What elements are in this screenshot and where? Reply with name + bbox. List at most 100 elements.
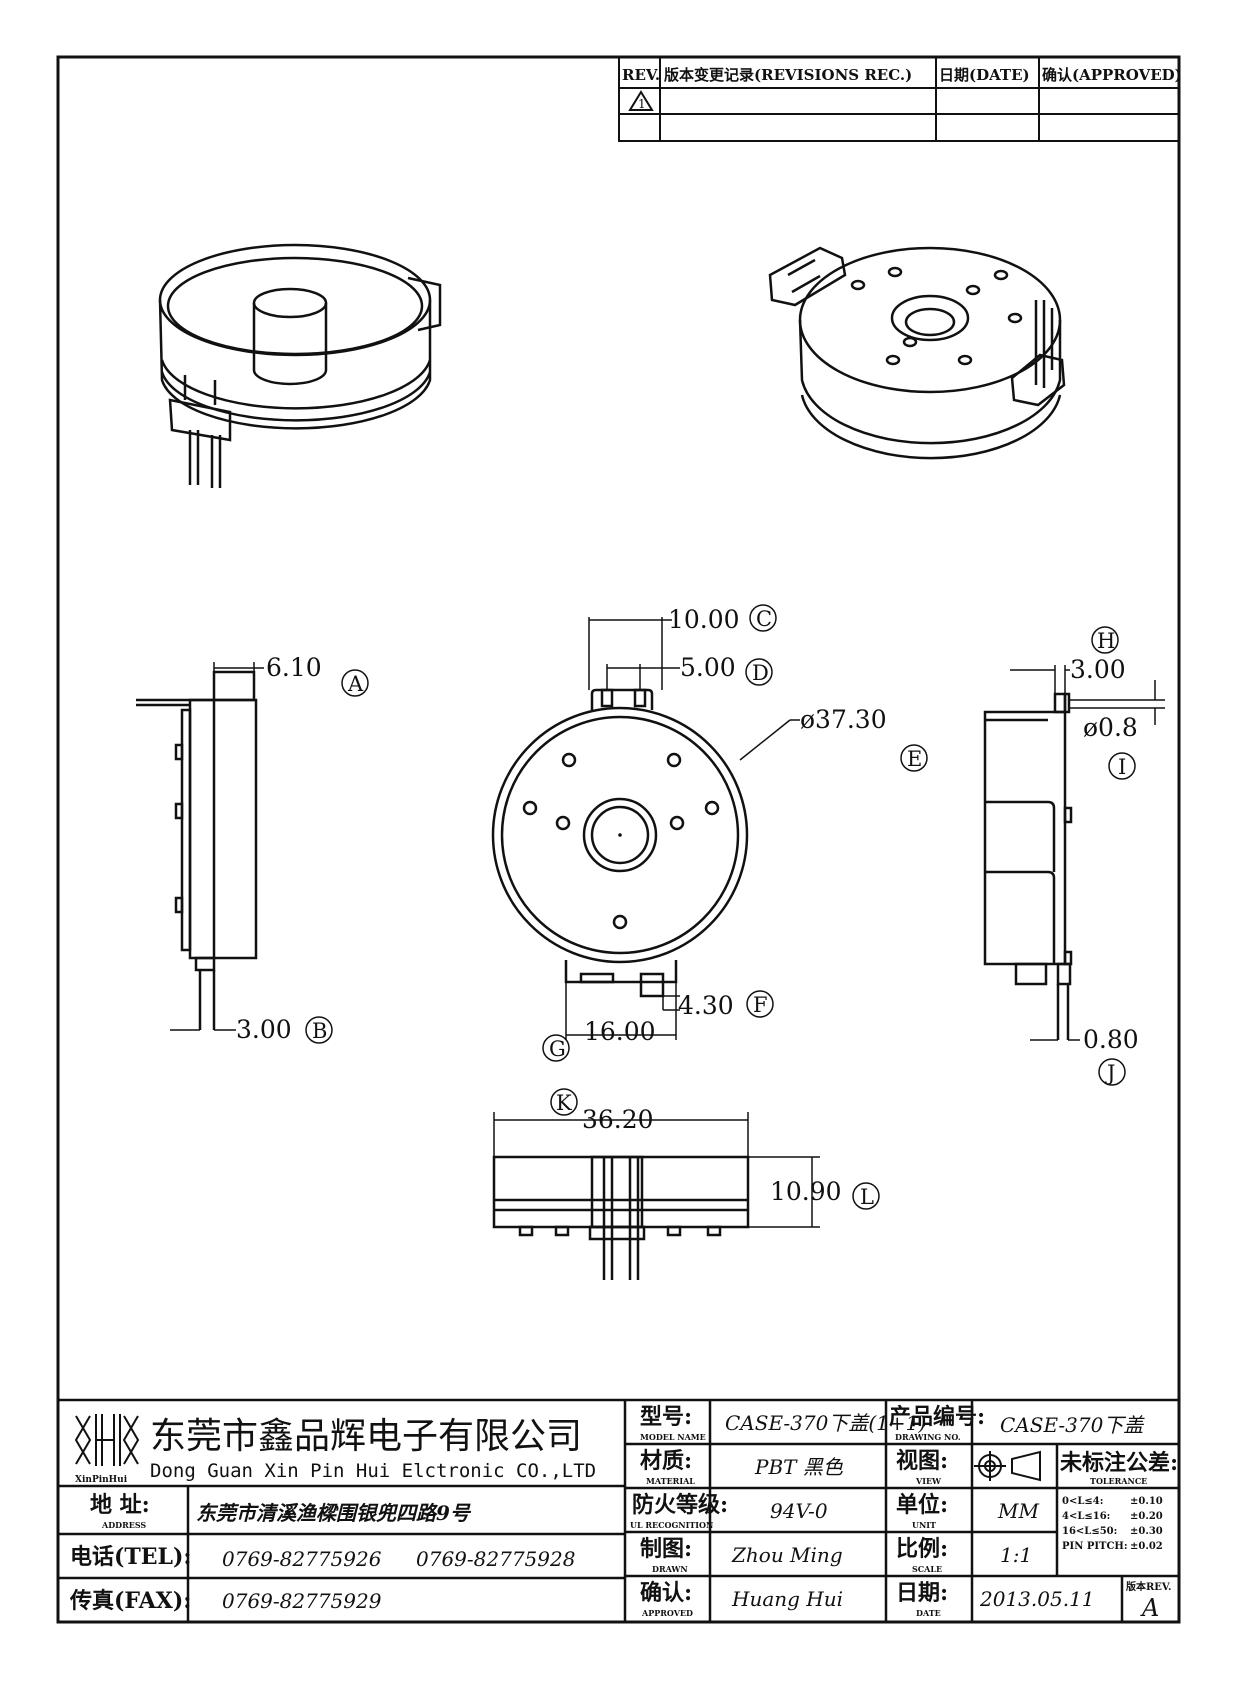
revisions-header: 版本变更记录(REVISIONS REC.) xyxy=(664,66,912,84)
tolerance-value-4: ±0.02 xyxy=(1130,1541,1163,1552)
dim-g-balloon xyxy=(542,1034,570,1062)
tel-label: 电话(TEL): xyxy=(70,1544,192,1570)
ul-sub: UL RECOGNITION xyxy=(630,1520,713,1530)
dim-i-value: ø0.8 xyxy=(1083,713,1138,742)
tolerance-value-2: ±0.20 xyxy=(1130,1511,1163,1522)
dim-f-value: 4.30 xyxy=(678,991,734,1020)
approved-header: 确认(APPROVED) xyxy=(1042,66,1182,84)
unit-value: MM xyxy=(997,1499,1039,1523)
drawn-label: 制图: xyxy=(640,1536,692,1562)
rev-value: A xyxy=(1140,1594,1159,1622)
approved-value: Huang Hui xyxy=(731,1587,843,1611)
dim-h-balloon xyxy=(1091,626,1119,654)
drawing-no-value: CASE-370下盖 xyxy=(1000,1413,1145,1437)
bottom-side-view xyxy=(492,1155,750,1280)
revision-table: REV. 版本变更记录(REVISIONS REC.) 日期(DATE) 确认(… xyxy=(618,56,1182,142)
side-view-left xyxy=(136,670,258,1030)
front-view-circle xyxy=(491,688,749,998)
projection-symbol-icon xyxy=(974,1450,1041,1482)
dim-b-value: 3.00 xyxy=(236,1015,292,1044)
fax-label: 传真(FAX): xyxy=(69,1588,191,1614)
dim-h-tag: H xyxy=(1097,629,1115,653)
dim-l-balloon xyxy=(852,1182,880,1210)
drawn-sub: DRAWN xyxy=(652,1564,688,1574)
revision-triangle-icon xyxy=(628,90,654,111)
dim-f-tag: F xyxy=(753,993,768,1017)
address-value: 东莞市清溪渔樑围银兜四路9号 xyxy=(196,1501,472,1525)
dim-k-tag: K xyxy=(556,1091,572,1115)
address-label: 地 址: xyxy=(90,1492,150,1518)
dim-i-tag: I xyxy=(1118,755,1126,779)
dim-d-tag: D xyxy=(752,661,769,685)
dim-h-value: 3.00 xyxy=(1070,655,1126,684)
scale-value: 1:1 xyxy=(1000,1543,1032,1567)
dim-b-balloon xyxy=(305,1016,333,1044)
tel-value-1: 0769-82775926 xyxy=(222,1547,382,1571)
dim-c-value: 10.00 xyxy=(668,605,740,634)
rev-label: 版本REV. xyxy=(1126,1580,1171,1593)
tolerance-label: 未标注公差: xyxy=(1060,1450,1178,1476)
date-sub: DATE xyxy=(916,1608,941,1618)
model-value: CASE-370下盖(1+1) xyxy=(725,1411,926,1435)
unit-label: 单位: xyxy=(896,1492,948,1518)
dim-d-balloon xyxy=(745,658,773,686)
dim-g-tag: G xyxy=(549,1037,566,1061)
center-point xyxy=(618,833,622,837)
dim-k-balloon xyxy=(550,1088,578,1116)
tolerance-range-2: 4<L≤16: xyxy=(1062,1511,1110,1522)
material-sub: MATERIAL xyxy=(646,1476,695,1486)
scale-sub: SCALE xyxy=(912,1564,942,1574)
dim-l-tag: L xyxy=(860,1185,874,1209)
side-view-right xyxy=(983,692,1073,1040)
company-logo xyxy=(74,1414,140,1466)
dim-a-tag: A xyxy=(347,672,364,696)
unit-sub: UNIT xyxy=(912,1520,936,1530)
logo-caption: XinPinHui xyxy=(75,1475,128,1485)
fax-value: 0769-82775929 xyxy=(222,1589,382,1613)
tel-value-2: 0769-82775928 xyxy=(416,1547,575,1571)
dim-k-value: 36.20 xyxy=(582,1105,654,1134)
tolerance-value-3: ±0.30 xyxy=(1130,1526,1163,1537)
drawing-no-label: 产品编号: xyxy=(889,1404,985,1430)
drawn-value: Zhou Ming xyxy=(731,1543,843,1567)
isometric-view-base xyxy=(768,246,1066,460)
model-sub: MODEL NAME xyxy=(640,1432,706,1442)
dim-c-tag: C xyxy=(756,607,772,631)
drawing-no-sub: DRAWING NO. xyxy=(895,1432,961,1442)
title-block: XinPinHui 东莞市鑫品辉电子有限公司 Dong Guan Xin Pin… xyxy=(56,1398,1181,1624)
dim-d-value: 5.00 xyxy=(680,653,736,682)
isometric-view-open xyxy=(158,243,442,488)
view-sub: VIEW xyxy=(915,1476,942,1486)
dim-c-balloon xyxy=(749,604,777,632)
dim-g-value: 16.00 xyxy=(584,1017,656,1046)
approved-label: 确认: xyxy=(640,1580,692,1606)
scale-label: 比例: xyxy=(896,1536,948,1562)
tolerance-value-1: ±0.10 xyxy=(1130,1496,1163,1507)
date-label: 日期: xyxy=(896,1580,948,1606)
rev-header: REV. xyxy=(622,66,660,84)
material-value: PBT 黑色 xyxy=(754,1455,844,1479)
dim-f-balloon xyxy=(746,990,774,1018)
dim-j-tag: J xyxy=(1105,1061,1115,1085)
dim-e-balloon xyxy=(900,744,928,772)
dim-i-balloon xyxy=(1108,752,1136,780)
company-name-en: Dong Guan Xin Pin Hui Elctronic CO.,LTD xyxy=(150,1460,596,1482)
dim-e-value: ø37.30 xyxy=(800,705,887,734)
ul-label: 防火等级: xyxy=(632,1492,728,1518)
model-label: 型号: xyxy=(640,1404,692,1430)
dim-e-tag: E xyxy=(907,747,922,771)
tolerance-sub: TOLERANCE xyxy=(1090,1476,1147,1486)
address-sub: ADDRESS xyxy=(101,1520,146,1530)
date-header: 日期(DATE) xyxy=(939,66,1030,84)
dim-j-value: 0.80 xyxy=(1083,1025,1139,1054)
tolerance-range-3: 16<L≤50: xyxy=(1062,1526,1117,1537)
dim-a-value: 6.10 xyxy=(266,653,322,682)
tolerance-range-4: PIN PITCH: xyxy=(1062,1541,1128,1552)
tolerance-range-1: 0<L≤4: xyxy=(1062,1496,1103,1507)
date-value: 2013.05.11 xyxy=(979,1587,1095,1611)
dim-j-balloon xyxy=(1098,1058,1126,1086)
ul-value: 94V-0 xyxy=(770,1499,828,1523)
revision-mark: 1 xyxy=(638,97,646,111)
material-label: 材质: xyxy=(640,1448,692,1474)
